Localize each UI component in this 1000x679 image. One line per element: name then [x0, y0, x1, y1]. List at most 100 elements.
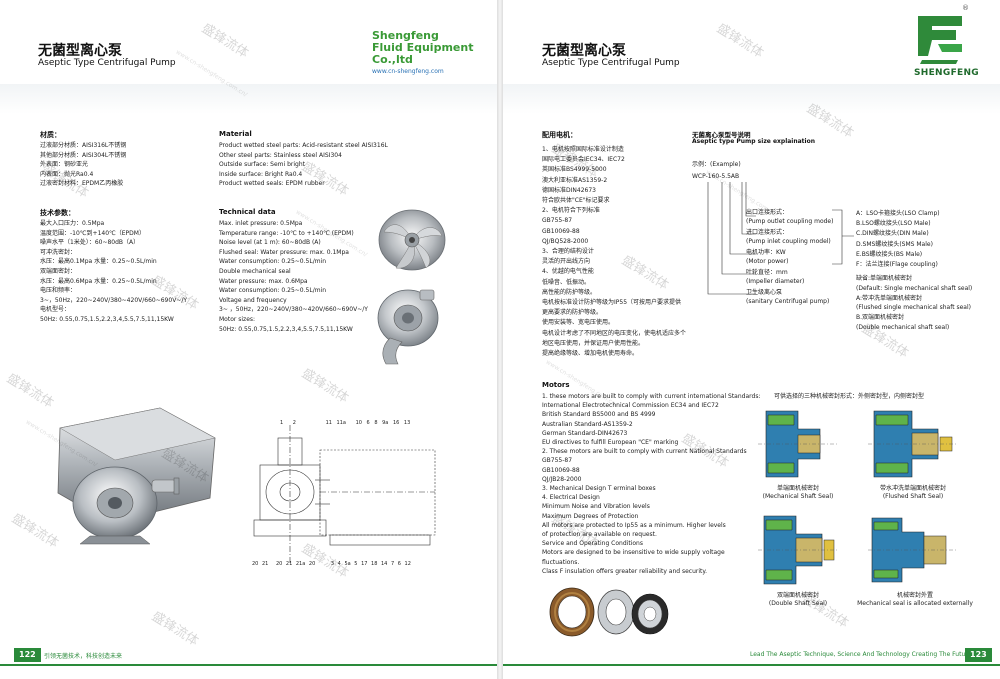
- tech-en-line: Flushed seal: Water pressure: max. 0.1Mp…: [219, 248, 349, 256]
- materials-cn-line: 外表面：钢砂亚光: [40, 161, 89, 169]
- materials-cn-line: 内表面：抛光Ra0.4: [40, 170, 94, 178]
- tech-en-line: Water consumption: 0.25~0.5L/min: [219, 287, 327, 295]
- material-en-line: Outside surface: Semi bright: [219, 161, 306, 169]
- tech-en-line: Double mechanical seal: [219, 267, 291, 275]
- seal-types-heading: 可供选择的三种机械密封形式：外侧密封型，内侧密封型: [774, 393, 925, 400]
- model-label-5: 卫生级离心泵 (sanitary Centrifugal pump): [746, 288, 829, 306]
- motor-cn-line: 澳大利亚标准AS1359-2: [542, 176, 608, 184]
- model-label-cn: 出口连接形式：: [746, 209, 789, 216]
- callout-label: 6: [366, 420, 370, 426]
- callout-label: 8: [374, 420, 378, 426]
- motor-cn-line: QJ/BQ528-2000: [542, 237, 589, 245]
- coupling-option: E.BS螺纹接头(BS Male): [856, 250, 923, 258]
- model-heading-cn: 无菌离心泵型号说明: [692, 131, 751, 139]
- seal-caption-2: 带水冲洗单端面机械密封 (Flushed Shaft Seal): [858, 485, 968, 500]
- coupling-option: C.DIN螺纹接头(DIN Male): [856, 230, 929, 238]
- motor-cn-line: 3、合理的结构设计: [542, 248, 594, 256]
- motors-en-line: Class F insulation offers greater reliab…: [542, 567, 707, 575]
- callout-label: 6: [397, 561, 401, 567]
- tech-cn-line: 噪声水平（1米处）：60~80dB（A）: [40, 239, 140, 247]
- material-en-list: Product wetted steel parts: Acid-resista…: [219, 141, 388, 189]
- material-en-line: Product wetted seals: EPDM rubber: [219, 180, 325, 188]
- callout-label: 20: [308, 561, 316, 567]
- motor-cn-line: 4、优越的电气性能: [542, 268, 594, 276]
- materials-cn-line: 其他部分材质：AISI304L不锈钢: [40, 151, 127, 159]
- watermark: 盛锋流体: [298, 366, 351, 407]
- motor-cn-list: 1、电机按照国际标准设计制造 国际电工委员会IEC34、IEC72 英国标准BS…: [542, 145, 686, 359]
- callout-label: 21: [285, 561, 293, 567]
- seal-caption-cn: 双端面机械密封: [776, 592, 819, 599]
- tech-cn-line: 50Hz: 0.55,0.75,1.5,2.2,3,4,5.5,7.5,11,1…: [40, 315, 174, 323]
- tech-cn-line: 温度范围：-10℃到+140℃（EPDM）: [40, 229, 145, 237]
- double-seal-drawing: [758, 510, 838, 590]
- motor-cn-line: 电机按标准设计防护等级为IP55（可按用户要求提供: [542, 299, 682, 307]
- materials-cn-heading: 材质：: [40, 131, 61, 139]
- material-en-heading: Material: [219, 130, 252, 138]
- drawing-callouts-bottom: 20 21 20 21 21a 20 3 4 5a 5 17 18 14 7 6…: [252, 561, 411, 567]
- model-label-cn: 叶轮直径：mm: [746, 269, 788, 276]
- seal-options: 缺省:单端面机械密封 (Default: Single mechanical s…: [856, 274, 972, 333]
- model-label-cn: 卫生级离心泵: [746, 289, 783, 296]
- brand-line-1: Shengfeng: [372, 29, 439, 42]
- tech-en-heading: Technical data: [219, 208, 276, 216]
- model-label-en: (Pump inlet coupling model): [746, 238, 831, 245]
- model-label-1: 出口连接形式： (Pump outlet coupling mode): [746, 208, 833, 226]
- model-label-4: 叶轮直径：mm (Impeller diameter): [746, 268, 804, 286]
- motor-cn-line: GB10069-88: [542, 227, 580, 235]
- callout-label: 3: [330, 561, 335, 567]
- motor-cn-line: 高性能的防护等级。: [542, 288, 597, 296]
- seal-caption-en: Mechanical seal is allocated externally: [857, 599, 973, 607]
- model-label-en: (sanitary Centrifugal pump): [746, 298, 830, 305]
- motor-cn-line: 使用安装等、宽电压使用。: [542, 319, 615, 327]
- tech-en-line: 3~ ，50Hz，220~240V/380~420V/660~690V~/Y: [219, 306, 368, 314]
- callout-label: 11: [325, 420, 332, 426]
- motor-cn-line: 提高绝缘等级、增加电机使用寿命。: [542, 350, 639, 358]
- seal-caption-cn: 机械密封外置: [896, 592, 933, 599]
- tech-en-line: Noise level (at 1 m): 60~80dB (A): [219, 239, 321, 247]
- callout-label: 11a: [336, 420, 346, 426]
- external-seal-drawing: [868, 510, 958, 590]
- brand-line-3: Co.,ltd: [372, 53, 413, 66]
- right-title-en: Aseptic Type Centrifugal Pump: [542, 58, 680, 68]
- motor-cn-line: 符合欧共体"CE"标记要求: [542, 197, 610, 205]
- motor-cn-line: 低噪音、低振动。: [542, 278, 591, 286]
- motors-en-line: All motors are protected to Ip55 as a mi…: [542, 521, 726, 529]
- footer-rule: [500, 664, 1000, 666]
- tech-en-line: Max. inlet pressure: 0.5Mpa: [219, 220, 303, 227]
- tech-cn-line: 最大入口压力：0.5Mpa: [40, 220, 105, 227]
- tech-cn-line: 电机型号：: [40, 306, 71, 314]
- materials-cn-line: 过液密封材料：EPDM乙丙橡胶: [40, 180, 124, 188]
- callout-label: 17: [361, 561, 368, 567]
- impeller-illustration: [378, 209, 446, 271]
- seal-option: (Default: Single mechanical shaft seal): [856, 284, 973, 292]
- motor-cn-line: 1、电机按照国际标准设计制造: [542, 146, 624, 153]
- seal-caption-3: 双端面机械密封 (Double Shaft Seal): [752, 592, 844, 607]
- tech-cn-line: 水压：最高0.1Mpa 水量：0.25~0.5L/min: [40, 258, 157, 266]
- motors-en-line: 2. These motors are built to comply with…: [542, 448, 747, 456]
- left-title-en: Aseptic Type Centrifugal Pump: [38, 58, 176, 68]
- motor-cn-heading: 配用电机：: [542, 131, 577, 139]
- slogan-left: 引领无菌技术，科技创造未来: [44, 653, 123, 660]
- model-bracket-lines: [707, 182, 756, 295]
- callout-label: 18: [371, 561, 378, 567]
- motor-cn-line: 2、电机符合下列标准: [542, 207, 600, 215]
- callout-label: 5a: [344, 561, 351, 567]
- callout-label: 10: [355, 420, 362, 426]
- tech-en-line: Motor sizes:: [219, 315, 256, 323]
- tech-cn-line: 电压和频率：: [40, 287, 77, 295]
- slogan-right: Lead The Aseptic Technique, Science And …: [750, 651, 972, 658]
- mechanical-seal-drawing: [758, 405, 838, 483]
- seal-caption-en: (Flushed Shaft Seal): [882, 492, 944, 500]
- model-code: WCP-160-5.5AB: [692, 173, 740, 180]
- tech-en-list: Max. inlet pressure: 0.5Mpa Temperature …: [219, 219, 368, 334]
- motor-cn-line: 更高要求的防护等级。: [542, 309, 603, 317]
- motors-en-line: QJ/JB28-2000: [542, 475, 582, 483]
- motor-cn-line: 电机设计考虑了不同地区的电压变化，使电机适应多个: [542, 329, 687, 337]
- model-label-en: (Impeller diameter): [746, 278, 805, 285]
- motors-en-line: Service and Operating Conditions: [542, 540, 643, 548]
- right-title-cn: 无菌型离心泵: [542, 43, 626, 59]
- callout-label: 16: [392, 420, 400, 426]
- motors-en-line: GB755-87: [542, 457, 573, 465]
- motors-en-line: 3. Mechanical Design T erminal boxes: [542, 485, 656, 493]
- right-page: 无菌型离心泵 Aseptic Type Centrifugal Pump SHE…: [500, 0, 1000, 679]
